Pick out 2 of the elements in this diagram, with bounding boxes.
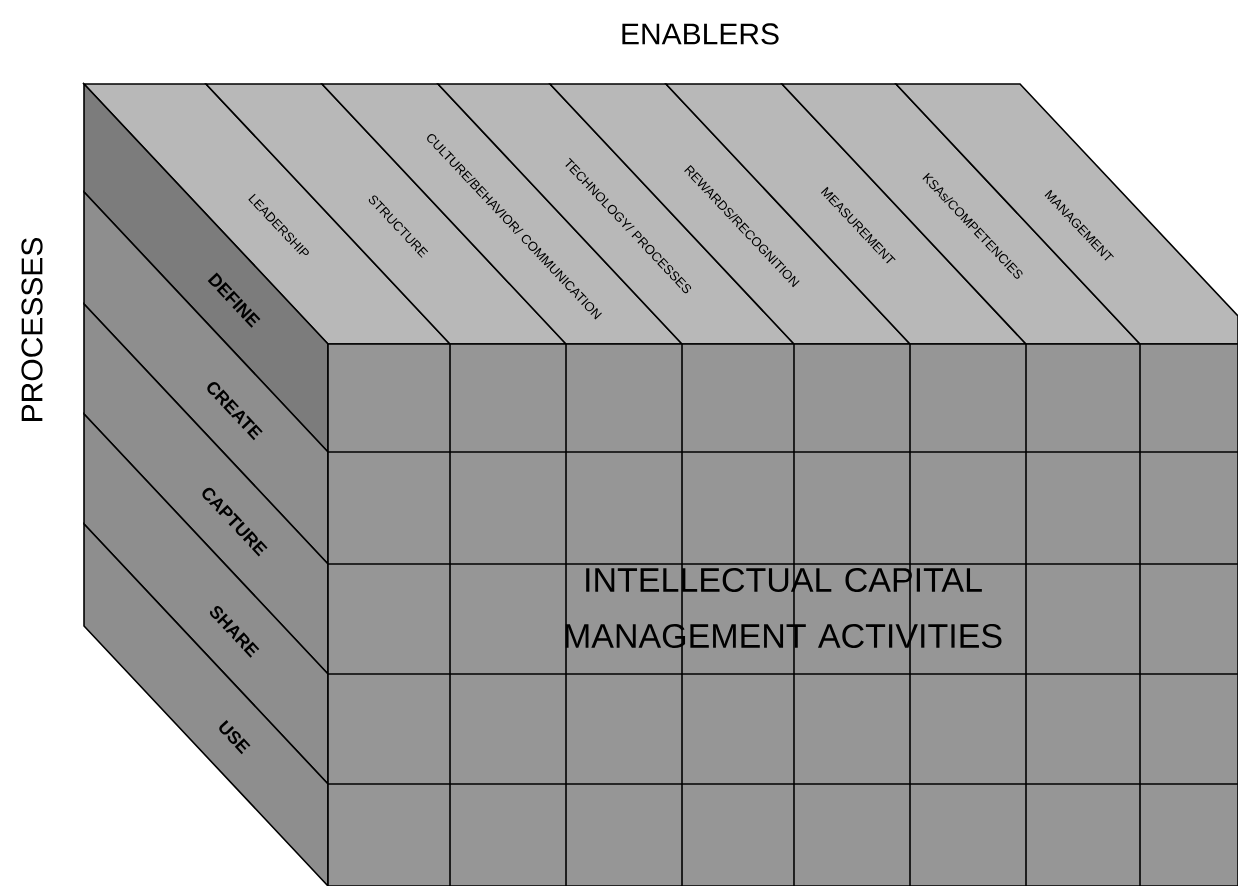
axis-title: PROCESSES	[21, 238, 43, 421]
axis-title: ENABLERS	[622, 23, 779, 45]
